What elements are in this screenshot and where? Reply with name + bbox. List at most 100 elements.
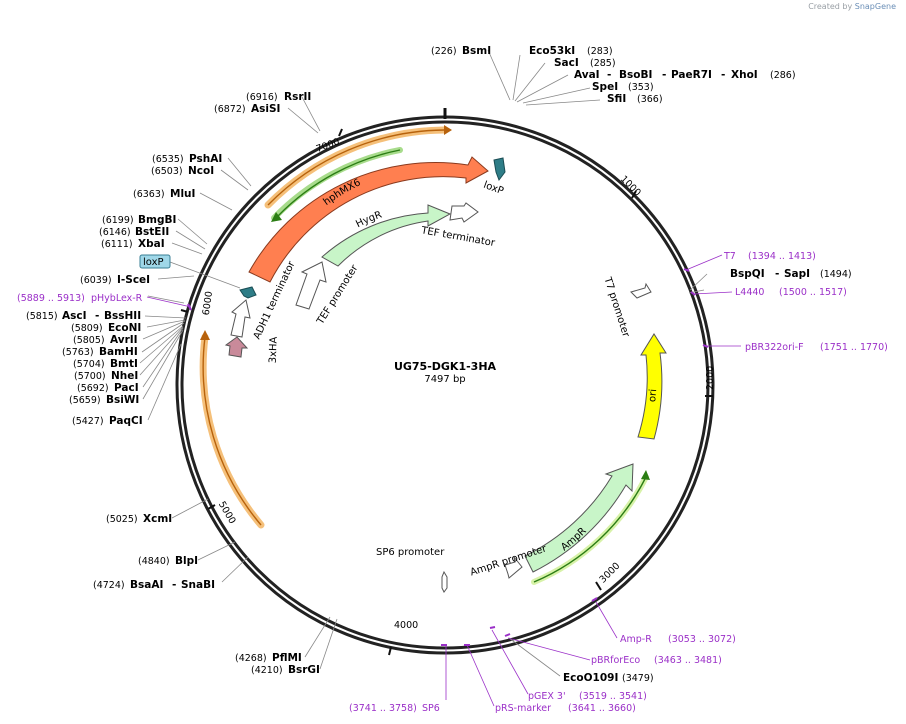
enzyme-pshai-pos: (6535) bbox=[152, 154, 184, 165]
enzyme-xcmi: XcmI bbox=[143, 513, 172, 525]
enzyme-paci: PacI bbox=[114, 382, 139, 394]
enzyme-spei-pos: (353) bbox=[628, 82, 654, 93]
plasmid-name: UG75-DGK1-3HA bbox=[394, 360, 497, 373]
enzyme-bsiwi: BsiWI bbox=[106, 394, 139, 406]
enzyme-bamhi-pos: (5763) bbox=[62, 347, 94, 358]
ampr-promoter-feature bbox=[504, 556, 523, 579]
enzyme-avrii-pos: (5805) bbox=[73, 335, 105, 346]
enzyme-sapi: SapI bbox=[784, 268, 810, 280]
plasmid-length: 7497 bp bbox=[424, 374, 465, 385]
enzyme-bsrgi: BsrGI bbox=[288, 664, 320, 676]
ampr-feature bbox=[524, 463, 634, 573]
primer-l4440: L4440 bbox=[735, 287, 764, 298]
enzyme-nhei: NheI bbox=[111, 370, 138, 382]
tick-1000: 1000 bbox=[618, 174, 643, 199]
enzyme-iscei: I-SceI bbox=[117, 274, 150, 286]
enzyme-mlui-pos: (6363) bbox=[133, 189, 165, 200]
primer-sp6: SP6 bbox=[422, 703, 440, 714]
enzyme-asisi: AsiSI bbox=[251, 103, 280, 115]
enzyme-paer7i: PaeR7I bbox=[671, 69, 712, 81]
primer-pbrforeco: pBRforEco bbox=[591, 655, 640, 666]
primer-pbr322orif-range: (1751 .. 1770) bbox=[820, 342, 888, 353]
loxp-left-label: loxP bbox=[143, 257, 164, 268]
ori-label: ori bbox=[647, 389, 659, 403]
enzyme-sfii: SfiI bbox=[607, 93, 626, 105]
enzyme-xhoi: XhoI bbox=[731, 69, 758, 81]
enzyme-econi: EcoNI bbox=[108, 322, 141, 334]
primer-phyblexr-range: (5889 .. 5913) bbox=[17, 293, 85, 304]
enzyme-xhoi-pos: (286) bbox=[770, 70, 796, 81]
enzyme-asisi-pos: (6872) bbox=[214, 104, 246, 115]
enzyme-bsaai: BsaAI bbox=[130, 579, 163, 591]
enzyme-pflmi: PflMI bbox=[272, 652, 302, 664]
snapgene-logo: SnapGene bbox=[854, 2, 896, 11]
t7-promoter-feature bbox=[630, 282, 652, 299]
enzyme-ncoi: NcoI bbox=[188, 165, 214, 177]
enzyme-bsshii: BssHII bbox=[104, 310, 141, 322]
enzyme-iscei-pos: (6039) bbox=[80, 275, 112, 286]
primer-pbr322orif: pBR322ori-F bbox=[745, 342, 804, 353]
primer-leaders bbox=[146, 254, 741, 707]
enzyme-blpi: BlpI bbox=[175, 555, 198, 567]
enzyme-bsmi-pos: (226) bbox=[431, 46, 457, 57]
dash-4: - bbox=[95, 310, 99, 322]
dash-6: - bbox=[775, 268, 779, 280]
enzyme-pflmi-pos: (4268) bbox=[235, 653, 267, 664]
primer-t7-range: (1394 .. 1413) bbox=[748, 251, 816, 262]
loxp-top-feature bbox=[493, 157, 506, 182]
enzyme-bsteii-pos: (6146) bbox=[99, 227, 131, 238]
enzyme-paqci: PaqCI bbox=[109, 415, 143, 427]
ha3-label: 3xHA bbox=[268, 336, 280, 363]
enzyme-snabi: SnaBI bbox=[181, 579, 215, 591]
loxp-top-label: loxP bbox=[482, 180, 505, 197]
enzyme-nhei-pos: (5700) bbox=[74, 371, 106, 382]
primer-sp6-range: (3741 .. 3758) bbox=[349, 703, 417, 714]
enzyme-bmgbi-pos: (6199) bbox=[102, 215, 134, 226]
loxp-left-feature bbox=[239, 286, 257, 299]
primer-t7: T7 bbox=[723, 251, 736, 262]
primer-pgex3: pGEX 3' bbox=[528, 691, 566, 702]
enzyme-bmgbi: BmgBI bbox=[138, 214, 176, 226]
dash-3: - bbox=[721, 69, 725, 81]
enzyme-xcmi-pos: (5025) bbox=[106, 514, 138, 525]
primer-ampr: Amp-R bbox=[620, 634, 652, 645]
primer-prsmarker-range: (3641 .. 3660) bbox=[568, 703, 636, 714]
tick-2000: 2000 bbox=[705, 366, 716, 390]
loxp-label-box bbox=[139, 254, 171, 269]
enzyme-asci: AscI bbox=[62, 310, 87, 322]
hygr-feature bbox=[321, 204, 452, 267]
dash-2: - bbox=[662, 69, 666, 81]
enzyme-rsrii: RsrII bbox=[284, 91, 311, 103]
enzyme-xbai-pos: (6111) bbox=[101, 239, 133, 250]
enzyme-pshai: PshAI bbox=[189, 153, 222, 165]
enzyme-bmti-pos: (5704) bbox=[73, 359, 105, 370]
adh1-terminator-feature bbox=[230, 299, 251, 338]
enzyme-bmti: BmtI bbox=[110, 358, 138, 370]
tef-promoter-feature bbox=[295, 261, 327, 310]
primer-ampr-range: (3053 .. 3072) bbox=[668, 634, 736, 645]
leader-lines bbox=[139, 49, 708, 677]
dash-1: - bbox=[607, 69, 611, 81]
primer-prsmarker: pRS-marker bbox=[495, 703, 551, 714]
enzyme-ecoo109i: EcoO109I bbox=[563, 672, 618, 684]
primer-phyblexr: pHybLex-R bbox=[91, 293, 143, 304]
primer-pbrforeco-range: (3463 .. 3481) bbox=[654, 655, 722, 666]
enzyme-sapi-pos: (1494) bbox=[820, 269, 852, 280]
backbone-inner bbox=[180, 120, 710, 650]
snapgene-credit: Created by SnapGene bbox=[808, 2, 896, 11]
ha3-feature bbox=[224, 336, 249, 358]
hphmx6-feature bbox=[248, 156, 489, 283]
enzyme-ecoo109i-pos: (3479) bbox=[622, 673, 654, 684]
enzyme-bsobi: BsoBI bbox=[619, 69, 652, 81]
tick-4000: 4000 bbox=[394, 620, 418, 631]
t7-promoter-label: T7 promoter bbox=[601, 275, 631, 339]
primer-l4440-range: (1500 .. 1517) bbox=[779, 287, 847, 298]
enzyme-blpi-pos: (4840) bbox=[138, 556, 170, 567]
primer-marks bbox=[187, 268, 709, 646]
enzyme-asci-pos: (5815) bbox=[26, 311, 58, 322]
tick-6000: 6000 bbox=[201, 291, 215, 316]
enzyme-mlui: MluI bbox=[170, 188, 195, 200]
enzyme-paqci-pos: (5427) bbox=[72, 416, 104, 427]
tef-terminator-label: TEF terminator bbox=[419, 225, 496, 249]
